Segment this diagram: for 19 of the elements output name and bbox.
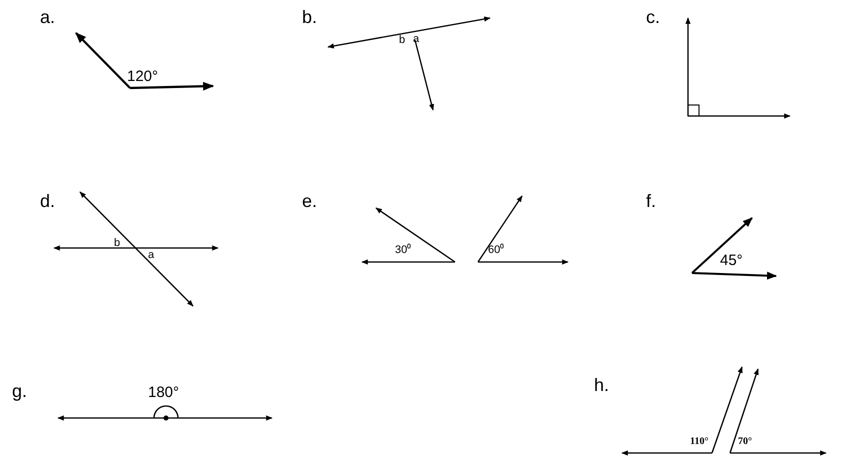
panel-letter: f.: [646, 192, 656, 210]
angle-label: b: [114, 238, 120, 249]
angle-measure: 60⁰: [488, 245, 504, 256]
angle-measure: 110°: [690, 437, 708, 447]
panel-letter: g.: [12, 382, 28, 400]
angle-label: a: [148, 250, 154, 261]
angle-measure: 30⁰: [395, 245, 412, 256]
angle-measure: 70°: [738, 437, 752, 447]
panel-letter: e.: [302, 192, 318, 210]
panel-letter: b.: [302, 8, 318, 26]
angle-measure: 45°: [720, 253, 743, 268]
angle-label: b: [399, 35, 406, 46]
angle-measure: 120°: [127, 69, 158, 84]
panel-letter: d.: [40, 192, 56, 210]
angle-measure: 180°: [148, 385, 180, 400]
panel-letter: c.: [646, 8, 660, 26]
panel-letter: a.: [40, 8, 56, 26]
angle-label: a: [413, 34, 420, 45]
panel-letter: h.: [594, 376, 610, 394]
